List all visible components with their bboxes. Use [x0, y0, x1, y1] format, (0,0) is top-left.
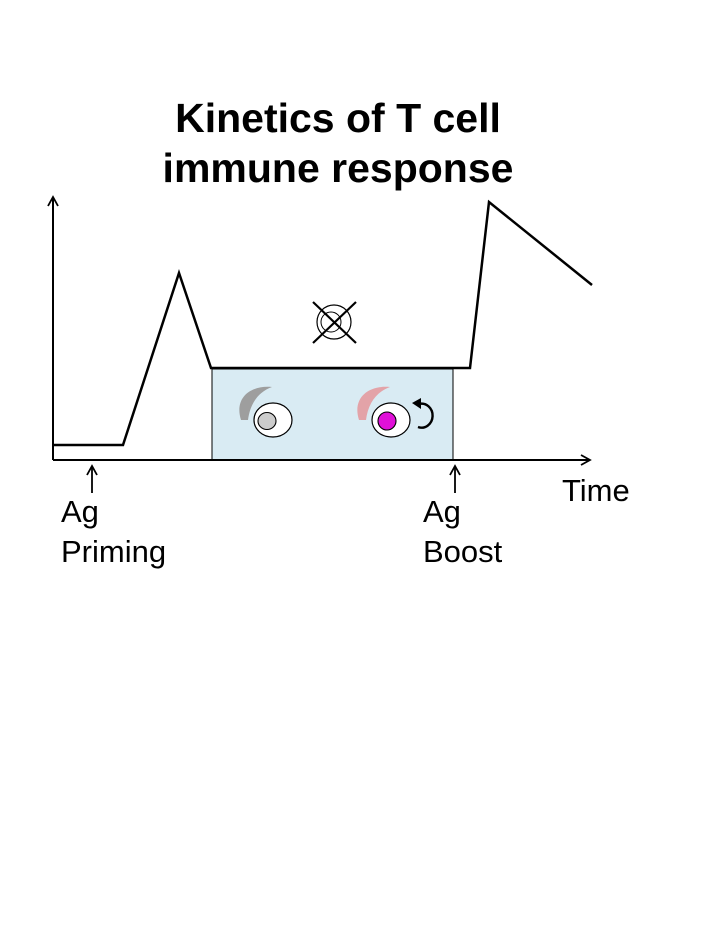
- title-line-2: immune response: [162, 145, 514, 191]
- diagram-title: Kinetics of T cell immune response: [0, 93, 676, 193]
- self-renewing-memory-cell-icon: [357, 386, 411, 438]
- resting-memory-cell-icon: [239, 386, 293, 438]
- response-curve: [53, 199, 593, 447]
- crossed-out-cell-icon: [312, 301, 357, 344]
- boost-label-line-2: Boost: [423, 534, 503, 569]
- boost-label-line-1: Ag: [423, 494, 461, 529]
- priming-label: Ag Priming: [61, 492, 166, 572]
- circular-arrow-icon: [412, 398, 434, 429]
- x-axis-label: Time: [562, 473, 630, 508]
- boost-label: Ag Boost: [423, 492, 502, 572]
- priming-label-line-1: Ag: [61, 494, 99, 529]
- priming-label-line-2: Priming: [61, 534, 167, 569]
- title-line-1: Kinetics of T cell: [175, 95, 501, 141]
